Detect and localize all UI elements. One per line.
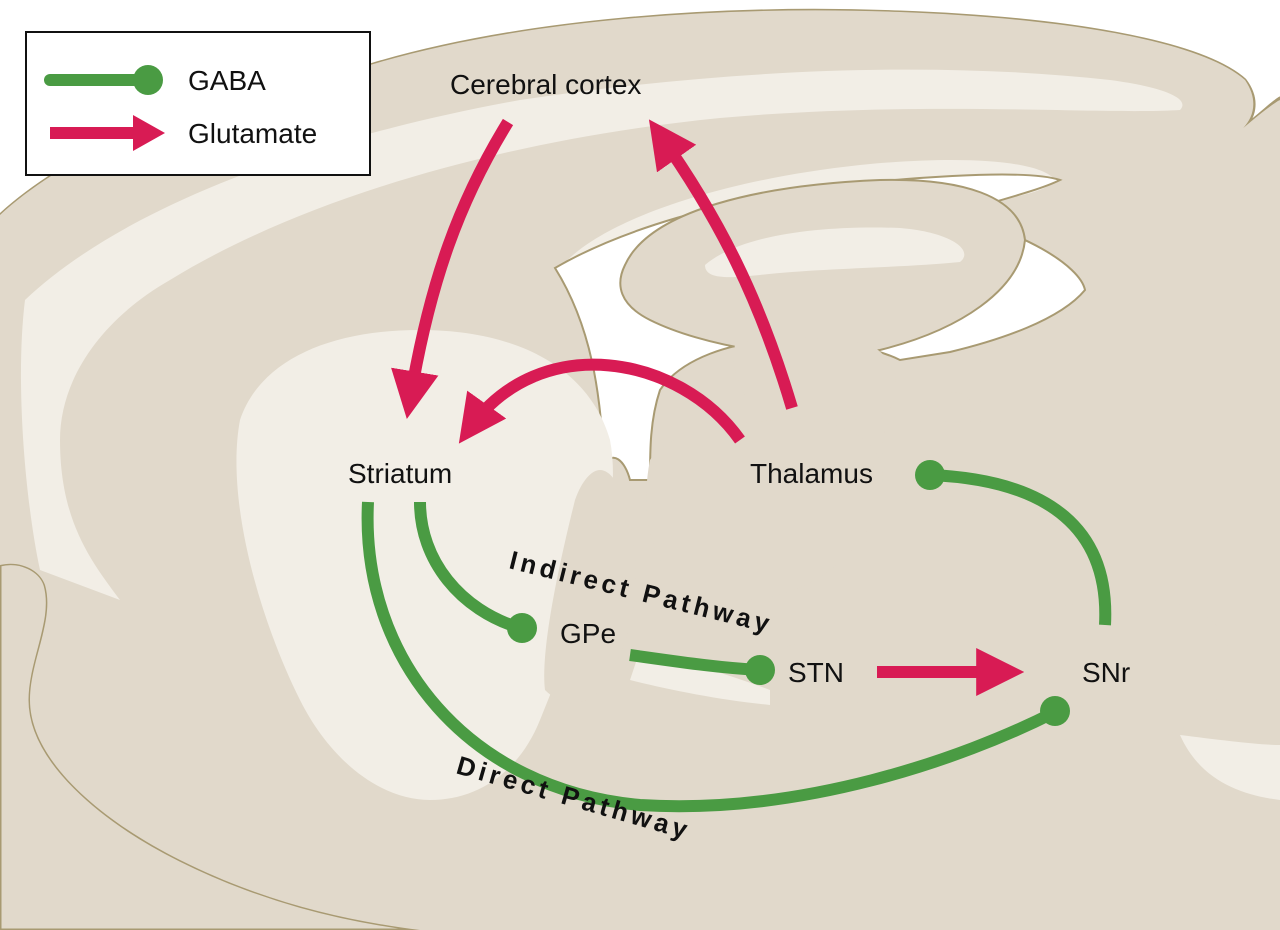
legend-glutamate-arrowhead	[133, 115, 165, 151]
legend-glutamate-label: Glutamate	[188, 118, 317, 149]
brain-tissue	[0, 8, 1280, 930]
snr-terminal-dot	[1040, 696, 1070, 726]
striatum-to-gpe-line	[414, 501, 522, 634]
gpe-region	[544, 470, 636, 704]
stn-region	[761, 639, 883, 707]
legend-box	[25, 31, 371, 176]
region-labels: Cerebral cortex Striatum Thalamus GPe ST…	[348, 69, 1130, 688]
snr-to-thalamus-line	[929, 469, 1112, 626]
striatum-label: Striatum	[348, 458, 452, 489]
glutamate-connections	[391, 118, 1025, 696]
brainstem-light	[1180, 735, 1280, 800]
cortex-to-striatum-arrow	[391, 118, 514, 419]
white-matter-band	[20, 69, 1183, 600]
striatum-to-snr-line	[361, 501, 1058, 813]
snr-thal-region	[882, 392, 985, 525]
gaba-connections	[361, 460, 1112, 813]
legend: GABA Glutamate	[25, 31, 371, 176]
cortex-label: Cerebral cortex	[450, 69, 641, 100]
thalamus-label: Thalamus	[750, 458, 873, 489]
callosum-highlight	[705, 227, 965, 278]
legend-gaba-label: GABA	[188, 65, 266, 96]
legend-gaba-dot	[133, 65, 163, 95]
thalamus-region	[646, 420, 883, 601]
stn-label: STN	[788, 657, 844, 688]
gpe-label: GPe	[560, 618, 616, 649]
gpe-terminal-dot	[507, 613, 537, 643]
thalamus-terminal-dot	[915, 460, 945, 490]
striatum-region	[236, 330, 613, 800]
stn-terminal-dot	[745, 655, 775, 685]
thalamus-to-striatum-arrow	[458, 358, 745, 444]
thalamus-upper-region	[733, 337, 897, 420]
snr-label: SNr	[1082, 657, 1130, 688]
thalamus-to-cortex-arrow	[648, 119, 798, 410]
